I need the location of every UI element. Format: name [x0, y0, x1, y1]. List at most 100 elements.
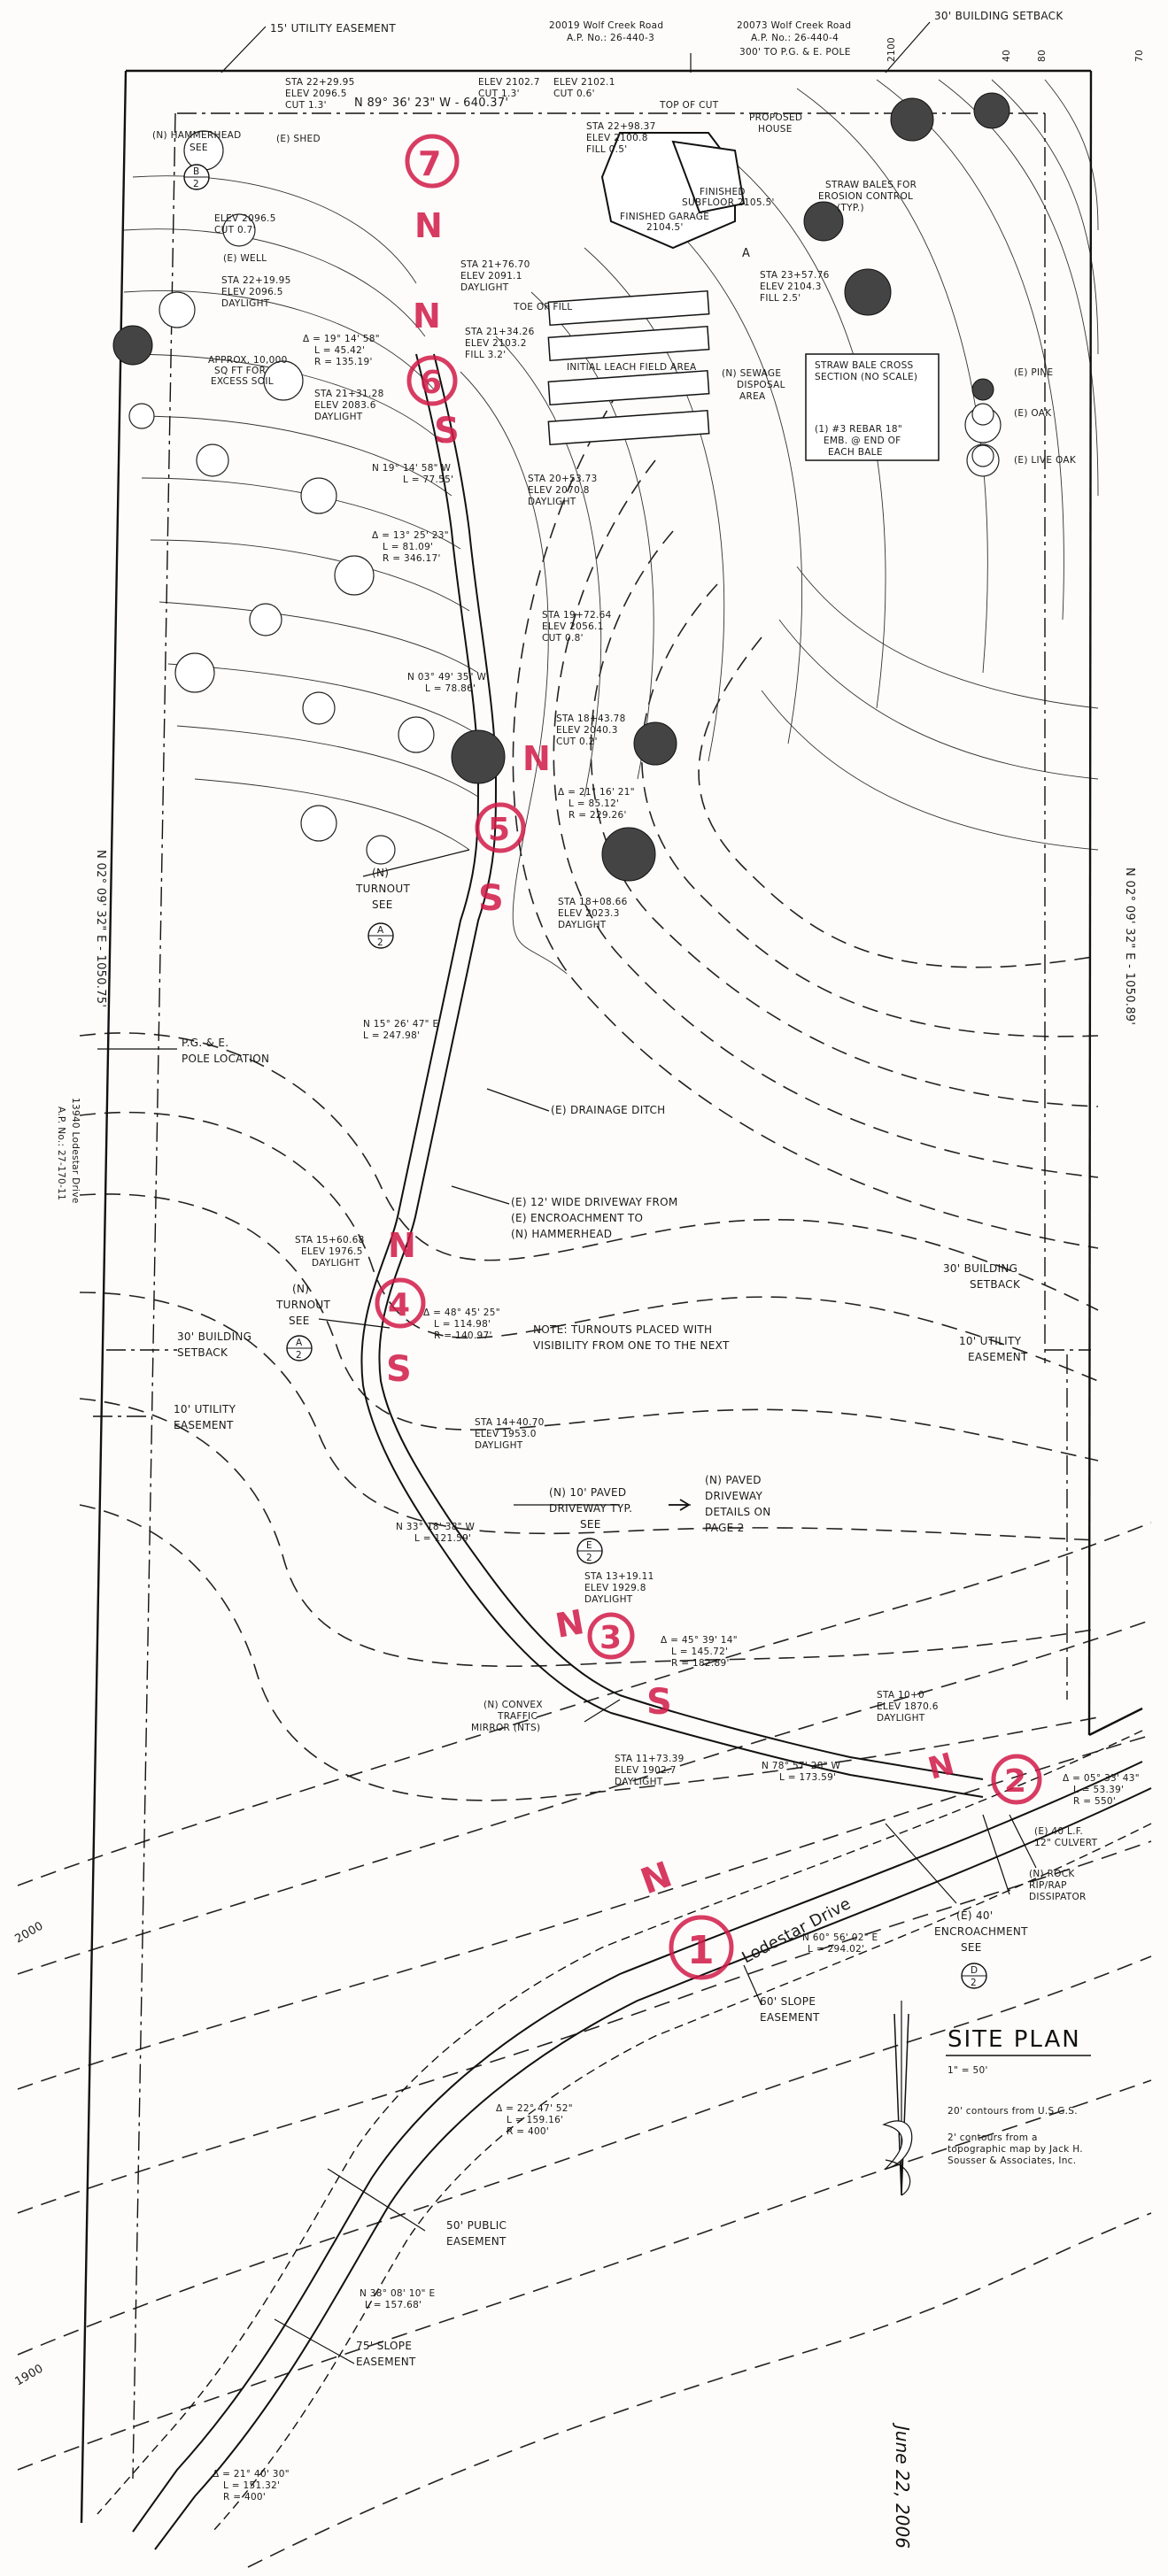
label-sta-2298: STA 22+98.37 [586, 121, 656, 132]
title-block: SITE PLAN 1" = 50' 20' contours from U.S… [882, 2001, 1091, 2549]
label-finished-subfloor-2: SUBFLOOR 2105.5' [682, 197, 775, 208]
bubble-b-letter: B [193, 166, 200, 177]
label-delta-2: Δ = 13° 25' 23" [372, 530, 449, 541]
label-length-4: L = 114.98' [434, 1319, 491, 1330]
label-straw-bales-3: (TYP.) [837, 203, 864, 213]
label-slope-60: 60' SLOPE [760, 1995, 816, 2008]
label-length-8: L = 151.32' [223, 2480, 280, 2491]
leach-field-3 [547, 369, 710, 406]
label-sewage-2: DISPOSAL [737, 380, 785, 390]
label-setback-30-right-b: SETBACK [970, 1278, 1021, 1291]
label-sta-1808: STA 18+08.66 [558, 897, 628, 907]
leader-lines [97, 21, 1037, 2364]
label-setback-30-right: 30' BUILDING [943, 1262, 1017, 1275]
label-legend-note-1: 20' contours from U.S.G.S. [948, 2106, 1078, 2117]
label-sta-2053: STA 20+53.73 [528, 474, 598, 484]
straw-bale-section-box [805, 353, 940, 461]
bubble-e-letter: E [586, 1540, 592, 1551]
label-fill-32: FILL 3.2' [465, 350, 506, 360]
red-mark-n4-s: S [386, 1349, 412, 1390]
label-length-1: L = 45.42' [314, 345, 365, 356]
label-bearing-4-length: L = 121.59' [414, 1533, 471, 1544]
label-convex-2: TRAFFIC [497, 1711, 538, 1722]
label-sta-1440: STA 14+40.70 [475, 1417, 545, 1428]
label-sta-1560: STA 15+60.68 [295, 1235, 365, 1246]
label-public-50: 50' PUBLIC [446, 2219, 507, 2232]
label-length-7: L = 159.16' [507, 2115, 563, 2125]
red-mark-n7-number: 7 [418, 144, 441, 183]
site-plan-title: SITE PLAN [948, 2026, 1081, 2053]
red-mark-n5-number: 5 [488, 812, 510, 848]
label-apn-right: A.P. No.: 26-440-4 [751, 33, 839, 43]
red-mark-n6-number: 6 [420, 365, 442, 401]
label-radius-7: R = 400' [507, 2126, 549, 2137]
label-length-5: L = 145.72' [671, 1647, 728, 1657]
label-bearing-6: N 60° 56' 02" E [802, 1932, 878, 1943]
bubble-e-number: 2 [586, 1553, 592, 1563]
label-convex-3: MIRROR (NTS) [471, 1723, 540, 1733]
label-toe-of-fill: TOE OF FILL [513, 302, 572, 312]
label-radius-5: R = 182.89' [671, 1658, 730, 1669]
label-pge-location-2: POLE LOCATION [182, 1053, 269, 1065]
label-bearing-3: N 15° 26' 47" E [363, 1019, 438, 1030]
leach-field-4 [547, 409, 710, 446]
label-elev-20965-b: ELEV 2096.5 [214, 213, 276, 224]
label-rock-3: DISSIPATOR [1029, 1892, 1087, 1902]
label-contour-70: 70 [1134, 50, 1145, 62]
label-daylight-1: DAYLIGHT [221, 298, 270, 309]
label-date: June 22, 2006 [892, 2422, 913, 2549]
label-length-3: L = 85.12' [569, 798, 619, 809]
label-setback-30-left-b: SETBACK [177, 1346, 228, 1359]
bubble-a-letter: A [377, 925, 384, 936]
label-hammerhead: (N) HAMMERHEAD [152, 130, 242, 141]
label-pge-pole: 300' TO P.G. & E. POLE [739, 47, 851, 58]
labels-upper: STA 22+29.95 ELEV 2096.5 CUT 1.3' ELEV 2… [152, 77, 1077, 507]
label-rock-2: RIP/RAP [1029, 1880, 1067, 1891]
label-turnout-n: (N) [372, 867, 389, 879]
label-elev-20403: ELEV 2040.3 [556, 725, 618, 736]
label-utility-10-left: 10' UTILITY [174, 1403, 236, 1415]
label-fill-25: FILL 2.5' [760, 293, 801, 304]
house-area [547, 132, 940, 461]
label-legend-note-2: 2' contours from a [948, 2133, 1038, 2143]
label-bearing-5-length: L = 173.59' [779, 1772, 836, 1783]
label-straw-bales-2: EROSION CONTROL [818, 191, 913, 202]
label-setback-30-left: 30' BUILDING [177, 1330, 251, 1343]
label-elev-20836: ELEV 2083.6 [314, 400, 376, 411]
label-building-setback-top: 30' BUILDING SETBACK [934, 10, 1064, 22]
label-elev-20708: ELEV 2070.8 [528, 485, 590, 496]
label-initial-leach: INITIAL LEACH FIELD AREA [567, 362, 697, 373]
label-slope-75-b: EASEMENT [356, 2356, 416, 2368]
arrow-paved-details [669, 1499, 691, 1511]
label-paved-typ-3: SEE [580, 1518, 601, 1531]
label-well: (E) WELL [223, 253, 267, 264]
label-rebar: (1) #3 REBAR 18" [815, 424, 902, 435]
label-delta-6: Δ = 05° 33' 43" [1063, 1773, 1140, 1784]
label-length-6: L = 53.39' [1073, 1785, 1124, 1795]
label-elev-20561: ELEV 2056.1 [542, 621, 604, 632]
label-paved-typ-2: DRIVEWAY TYP. [549, 1502, 632, 1515]
label-cut-08: CUT 0.8' [542, 633, 584, 644]
label-elev-19298: ELEV 1929.8 [584, 1583, 646, 1593]
trees [112, 92, 1010, 882]
label-straw-bales: STRAW BALES FOR [825, 180, 917, 190]
label-fill-05: FILL 0.5' [586, 144, 627, 155]
label-delta-4: Δ = 48° 45' 25" [423, 1307, 500, 1318]
label-bearing-2: N 03° 49' 35" W [407, 672, 486, 683]
label-radius-4: R = 140.97' [434, 1330, 492, 1341]
label-elev-19027: ELEV 1902.7 [615, 1765, 677, 1776]
label-elev-20965-c: ELEV 2096.5 [221, 287, 283, 297]
label-address-left: 20019 Wolf Creek Road [549, 20, 663, 31]
section-a-marker: A [742, 247, 750, 260]
label-straw-cross: STRAW BALE CROSS [815, 360, 914, 371]
label-culvert-2: 12" CULVERT [1034, 1838, 1098, 1848]
label-house: HOUSE [758, 124, 793, 135]
label-proposed: PROPOSED [749, 112, 802, 123]
labels-top: 15' UTILITY EASEMENT 20019 Wolf Creek Ro… [270, 10, 1145, 110]
label-culvert: (E) 40 L.F. [1034, 1826, 1083, 1837]
label-rock: (N) ROCK [1029, 1869, 1075, 1879]
label-daylight-2: DAYLIGHT [460, 282, 509, 293]
driveway [360, 353, 984, 1798]
label-length-2: L = 81.09' [383, 542, 433, 552]
label-address-right: 20073 Wolf Creek Road [737, 20, 851, 31]
